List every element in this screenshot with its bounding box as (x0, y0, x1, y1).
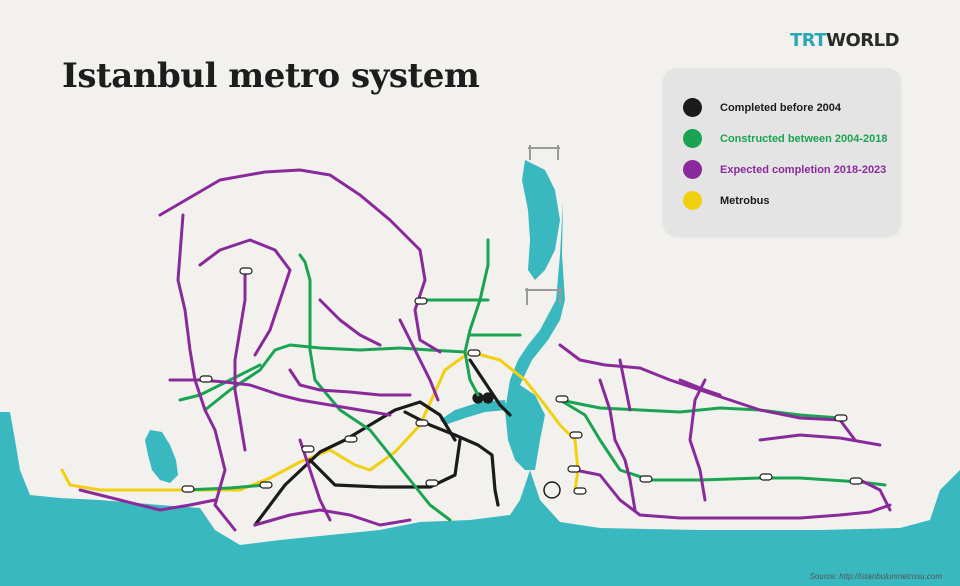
asia-line-2 (573, 468, 892, 520)
sea-of-marmara (0, 412, 960, 586)
legend-label: Metrobus (720, 194, 770, 207)
haydarpasa-ring (543, 481, 561, 499)
m2-line (463, 238, 490, 397)
legend-item-completed: Completed before 2004 (683, 98, 841, 117)
m3-line (298, 253, 452, 522)
page-title: Istanbul metro system (62, 56, 480, 96)
m9-line (178, 363, 262, 402)
legend-dot-black (683, 98, 702, 117)
legend-label: Constructed between 2004-2018 (720, 132, 888, 145)
purple-lines (78, 168, 892, 532)
interchange-ayrilikcesmesi (567, 465, 581, 473)
interchange-uskudar (555, 395, 569, 403)
trtworld-logo: TRTWORLD (790, 30, 900, 51)
interchange-unalan (569, 431, 583, 439)
legend-dot-green (683, 129, 702, 148)
northwest-loop (176, 213, 237, 532)
airport-line (158, 168, 442, 354)
kirazli-line (198, 238, 292, 357)
legend-item-metrobus: Metrobus (683, 191, 770, 210)
t1-line (403, 410, 500, 507)
legend-item-expected: Expected completion 2018-2023 (683, 160, 886, 179)
asia-line-4 (678, 378, 722, 397)
m1-line (253, 400, 457, 527)
legend-label: Expected completion 2018-2023 (720, 163, 887, 176)
bridges (525, 145, 562, 305)
brand-part-trt: TRT (790, 30, 827, 51)
brand-part-world: WORLD (826, 30, 900, 51)
m5-line (558, 398, 842, 420)
golden-horn (440, 400, 507, 425)
interchange-kozyatagi (639, 475, 653, 483)
interchange-kartal (849, 477, 863, 485)
m4-line (558, 398, 887, 487)
interchange-basaksehir (239, 267, 253, 275)
central-loop (288, 368, 412, 397)
kucukcekmece-lake (145, 430, 178, 483)
interchange-bostanci (759, 473, 773, 481)
asia-line-3 (598, 378, 637, 512)
water-bodies (0, 150, 960, 586)
interchange-mecidiyekoy (467, 349, 481, 357)
interchange-kirazli (301, 445, 315, 453)
western-line (168, 378, 392, 417)
asia-line-8 (618, 358, 632, 412)
interchanges (181, 267, 863, 499)
zeytinburnu-line (298, 438, 332, 522)
interchange-gayrettepe (414, 297, 428, 305)
bosphorus-strait (505, 150, 565, 470)
asia-line-6 (858, 478, 892, 512)
legend: Completed before 2004 Constructed betwee… (663, 68, 901, 236)
asia-line-7 (688, 378, 707, 502)
completed-lines (253, 358, 512, 527)
marmaray-west (183, 483, 267, 492)
legend-dot-purple (683, 160, 702, 179)
golden-horn-line (398, 318, 440, 402)
eminonu-stop (482, 392, 494, 404)
t1-arc (468, 358, 512, 417)
legend-dot-yellow (683, 191, 702, 210)
source-credit: Source: http://istanbulunmetrosu.com (809, 572, 942, 581)
legend-label: Completed before 2004 (720, 101, 842, 114)
m7-line (203, 343, 467, 412)
bosphorus-north-mouth (522, 160, 560, 280)
eyup-line (318, 298, 382, 347)
interchange-yenikapi (425, 479, 439, 487)
north-bridge (528, 145, 560, 160)
legend-item-constructed: Constructed between 2004-2018 (683, 129, 888, 148)
interchange-bakirkoy (259, 481, 273, 489)
interchange-aksaray (415, 419, 429, 427)
south-coast-line (253, 508, 412, 527)
m1-branch (308, 438, 462, 489)
fsm-bridge (525, 288, 562, 305)
interchange-otogar (344, 435, 358, 443)
asia-line-5 (758, 433, 882, 447)
interchange-halkali (181, 485, 195, 493)
halkali-line (78, 488, 217, 512)
basaksehir-line (233, 268, 247, 452)
interchange-kadikoy (573, 487, 587, 495)
interchange-ikitelli (199, 375, 213, 383)
green-lines (178, 238, 887, 522)
interchange-tepeustu (834, 414, 848, 422)
